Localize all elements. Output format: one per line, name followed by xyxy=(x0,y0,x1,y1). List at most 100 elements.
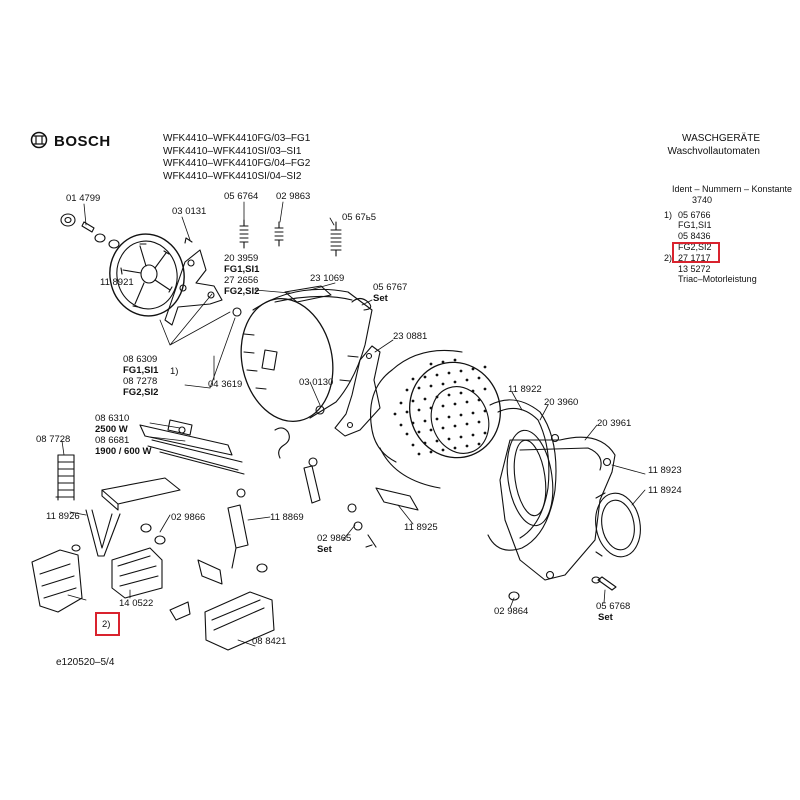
drum-perforation xyxy=(453,402,457,406)
model-line: WFK4410–WFK4410FG/04–FG2 xyxy=(163,158,311,170)
part-label: 11 8926 xyxy=(46,511,80,522)
part-label: 08 7728 xyxy=(36,434,71,445)
drawing-id: e120520–5/4 xyxy=(56,657,115,668)
drive-belt-118926 xyxy=(85,509,121,557)
note-1-line: 05 8436 xyxy=(678,231,711,242)
note-1-line: 1)05 6766 xyxy=(664,209,711,220)
drum-perforation xyxy=(411,399,415,403)
spring-056785 xyxy=(330,221,342,257)
note-2-marker: 2) xyxy=(664,252,673,263)
motor-control-module xyxy=(31,549,83,613)
highlight-box-note-2 xyxy=(672,242,720,263)
drum-perforation xyxy=(423,397,427,401)
part-label: 11 8924 xyxy=(648,485,682,496)
note-1-line: FG2,SI2 xyxy=(678,241,712,252)
front-ring-203961 xyxy=(499,433,616,581)
pump-assembly xyxy=(347,487,419,548)
pulley-118921 xyxy=(109,233,185,317)
drum-perforation xyxy=(477,420,481,424)
drum-perforation xyxy=(483,387,487,391)
tub-231069 xyxy=(240,285,373,423)
part-label: 05 6768 xyxy=(596,601,631,612)
drum-perforation xyxy=(441,448,445,452)
drum-perforation xyxy=(423,375,427,379)
part-label: FG2,SI2 xyxy=(224,286,260,297)
drum-perforation xyxy=(459,413,463,417)
screw-056768 xyxy=(591,576,617,591)
part-label: 05 6767 xyxy=(373,282,408,293)
drum-perforation xyxy=(447,415,451,419)
drum-perforation xyxy=(477,398,481,402)
legend-heading: Ident – Nummern – Konstante xyxy=(672,184,793,194)
part-label: 02 9864 xyxy=(494,606,529,617)
drum-perforation xyxy=(405,410,409,414)
seal-ring-118922 xyxy=(487,399,557,551)
drum-perforation xyxy=(471,433,475,437)
part-label: 02 9865 xyxy=(317,533,352,544)
drum-perforation xyxy=(453,380,457,384)
drum-perforation xyxy=(435,395,439,399)
drum-perforation xyxy=(453,424,457,428)
part-label: 01 4799 xyxy=(66,193,101,204)
drum-perforation xyxy=(423,419,427,423)
drum-perforation xyxy=(429,362,433,366)
part-label: 11 8869 xyxy=(270,512,304,523)
drum-perforation xyxy=(435,417,439,421)
part-label: FG2,SI2 xyxy=(123,387,159,398)
drum-perforation xyxy=(411,377,415,381)
model-line: WFK4410–WFK4410SI/04–SI2 xyxy=(163,170,302,182)
drum-230881 xyxy=(370,349,502,489)
drum-perforation xyxy=(477,376,481,380)
drum-perforation xyxy=(477,442,481,446)
drum-perforation xyxy=(405,432,409,436)
part-label: 20 3959 xyxy=(224,253,259,264)
drum-perforation xyxy=(471,389,475,393)
drum-perforation xyxy=(453,358,457,362)
heater-element xyxy=(139,419,290,475)
drum-perforation xyxy=(447,393,451,397)
drum-perforation xyxy=(471,411,475,415)
spring-056764 xyxy=(239,219,249,249)
drum-perforation xyxy=(399,401,403,405)
drum-perforation xyxy=(423,441,427,445)
part-label: 05 67ь5 xyxy=(342,212,377,223)
legend-constant: 3740 xyxy=(692,194,713,205)
highlight-box-control-module xyxy=(95,612,120,636)
drum-perforation xyxy=(417,452,421,456)
part-label: 04 3619 xyxy=(208,379,243,390)
wiring-loom-087728 xyxy=(55,454,75,501)
part-label: 14 0522 xyxy=(119,598,154,609)
drum-perforation xyxy=(393,412,397,416)
drum-perforation xyxy=(417,430,421,434)
drum-perforation xyxy=(465,422,469,426)
shock-absorber-2 xyxy=(303,457,321,504)
drum-perforation xyxy=(483,431,487,435)
note-2-line: Triac–Motorleistung xyxy=(678,274,757,285)
legend-notes: Ident – Nummern – Konstante 3740 1)05 67… xyxy=(664,184,792,285)
note-2-line: 2)27 1717 xyxy=(664,252,711,263)
drum-perforation xyxy=(429,406,433,410)
part-label: 08 6681 xyxy=(95,435,130,446)
bracket-030131 xyxy=(164,237,242,326)
shock-absorber-118869 xyxy=(227,488,249,569)
part-label: 1900 / 600 W xyxy=(95,446,152,457)
part-label: 03 0131 xyxy=(172,206,207,217)
part-label: 23 0881 xyxy=(393,331,428,342)
spring-029863 xyxy=(274,221,284,247)
drum-perforation xyxy=(429,450,433,454)
drum-perforation xyxy=(441,404,445,408)
drum-perforation xyxy=(429,428,433,432)
clip-056767 xyxy=(351,297,372,311)
part-label: 11 8922 xyxy=(508,384,542,395)
drum-perforation xyxy=(441,382,445,386)
door-ring-118924 xyxy=(595,492,641,558)
part-label: Set xyxy=(598,612,613,623)
drum-perforation xyxy=(441,426,445,430)
bellows-203960 xyxy=(506,429,554,527)
small-brackets xyxy=(169,559,268,621)
part-label: 20 3960 xyxy=(544,397,579,408)
part-label: FG1,SI1 xyxy=(123,365,159,376)
drum-perforation xyxy=(483,409,487,413)
